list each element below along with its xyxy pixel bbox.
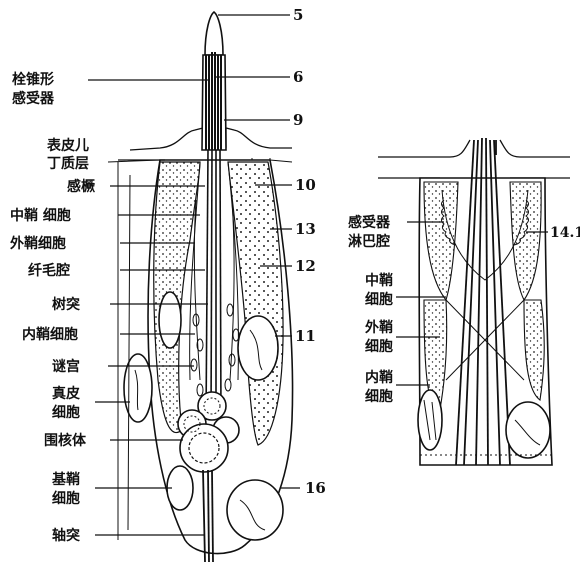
left-numbers: 5 6 9 10 13 12 11 16	[293, 6, 326, 497]
number-14-15: 14.15	[550, 225, 580, 241]
peg-cone	[205, 12, 223, 55]
label-right-inner-sheath-1: 内鞘	[365, 369, 393, 386]
label-receptor-lymph-2: 淋巴腔	[348, 233, 390, 250]
label-epidermis-1: 表皮儿	[46, 137, 89, 154]
label-right-outer-sheath-1: 外鞘	[365, 319, 393, 336]
nucleus-left-sheath	[159, 292, 181, 348]
label-hair-lumen: 纤毛腔	[28, 262, 70, 279]
basal-nucleus-right	[227, 480, 283, 540]
number-9: 9	[293, 111, 303, 129]
number-6: 6	[293, 68, 303, 86]
label-receptor-lymph-1: 感受器	[348, 214, 391, 231]
left-sensillum-drawing	[108, 12, 293, 562]
number-16: 16	[305, 479, 326, 497]
label-peg-receptor-1: 栓锥形	[12, 71, 54, 88]
right-sensillum-drawing	[378, 138, 570, 465]
label-epidermis-2: 丁质层	[47, 155, 89, 172]
label-outer-sheath-cell: 外鞘细胞	[10, 235, 66, 252]
label-sensory-hair-base: 感橛	[67, 178, 96, 195]
label-right-middle-sheath-1: 中鞘	[365, 272, 393, 289]
label-basal-sheath-2: 细胞	[52, 490, 80, 507]
label-right-outer-sheath-2: 细胞	[365, 338, 393, 355]
label-basal-sheath-1: 基鞘	[52, 471, 80, 488]
label-middle-sheath-cell: 中鞘 细胞	[10, 207, 71, 224]
label-labyrinth: 谜宫	[52, 358, 80, 375]
label-perikaryon: 围核体	[44, 432, 87, 449]
number-11: 11	[295, 327, 316, 345]
label-dermal-cell-2: 细胞	[52, 404, 80, 421]
label-right-inner-sheath-2: 细胞	[365, 388, 393, 405]
label-right-middle-sheath-2: 细胞	[365, 291, 393, 308]
label-inner-sheath-cell: 内鞘细胞	[22, 326, 78, 343]
left-labels: 栓锥形 感受器 表皮儿 丁质层 感橛 中鞘 细胞 外鞘细胞 纤毛腔 树突 内鞘细…	[10, 71, 96, 544]
label-axon: 轴突	[52, 527, 80, 544]
number-13: 13	[295, 220, 316, 238]
number-10: 10	[295, 176, 316, 194]
number-12: 12	[295, 257, 316, 275]
number-5: 5	[293, 6, 303, 24]
label-dermal-cell-1: 真皮	[52, 385, 80, 402]
label-peg-receptor-2: 感受器	[12, 90, 55, 107]
label-dendrite: 树突	[52, 296, 80, 313]
